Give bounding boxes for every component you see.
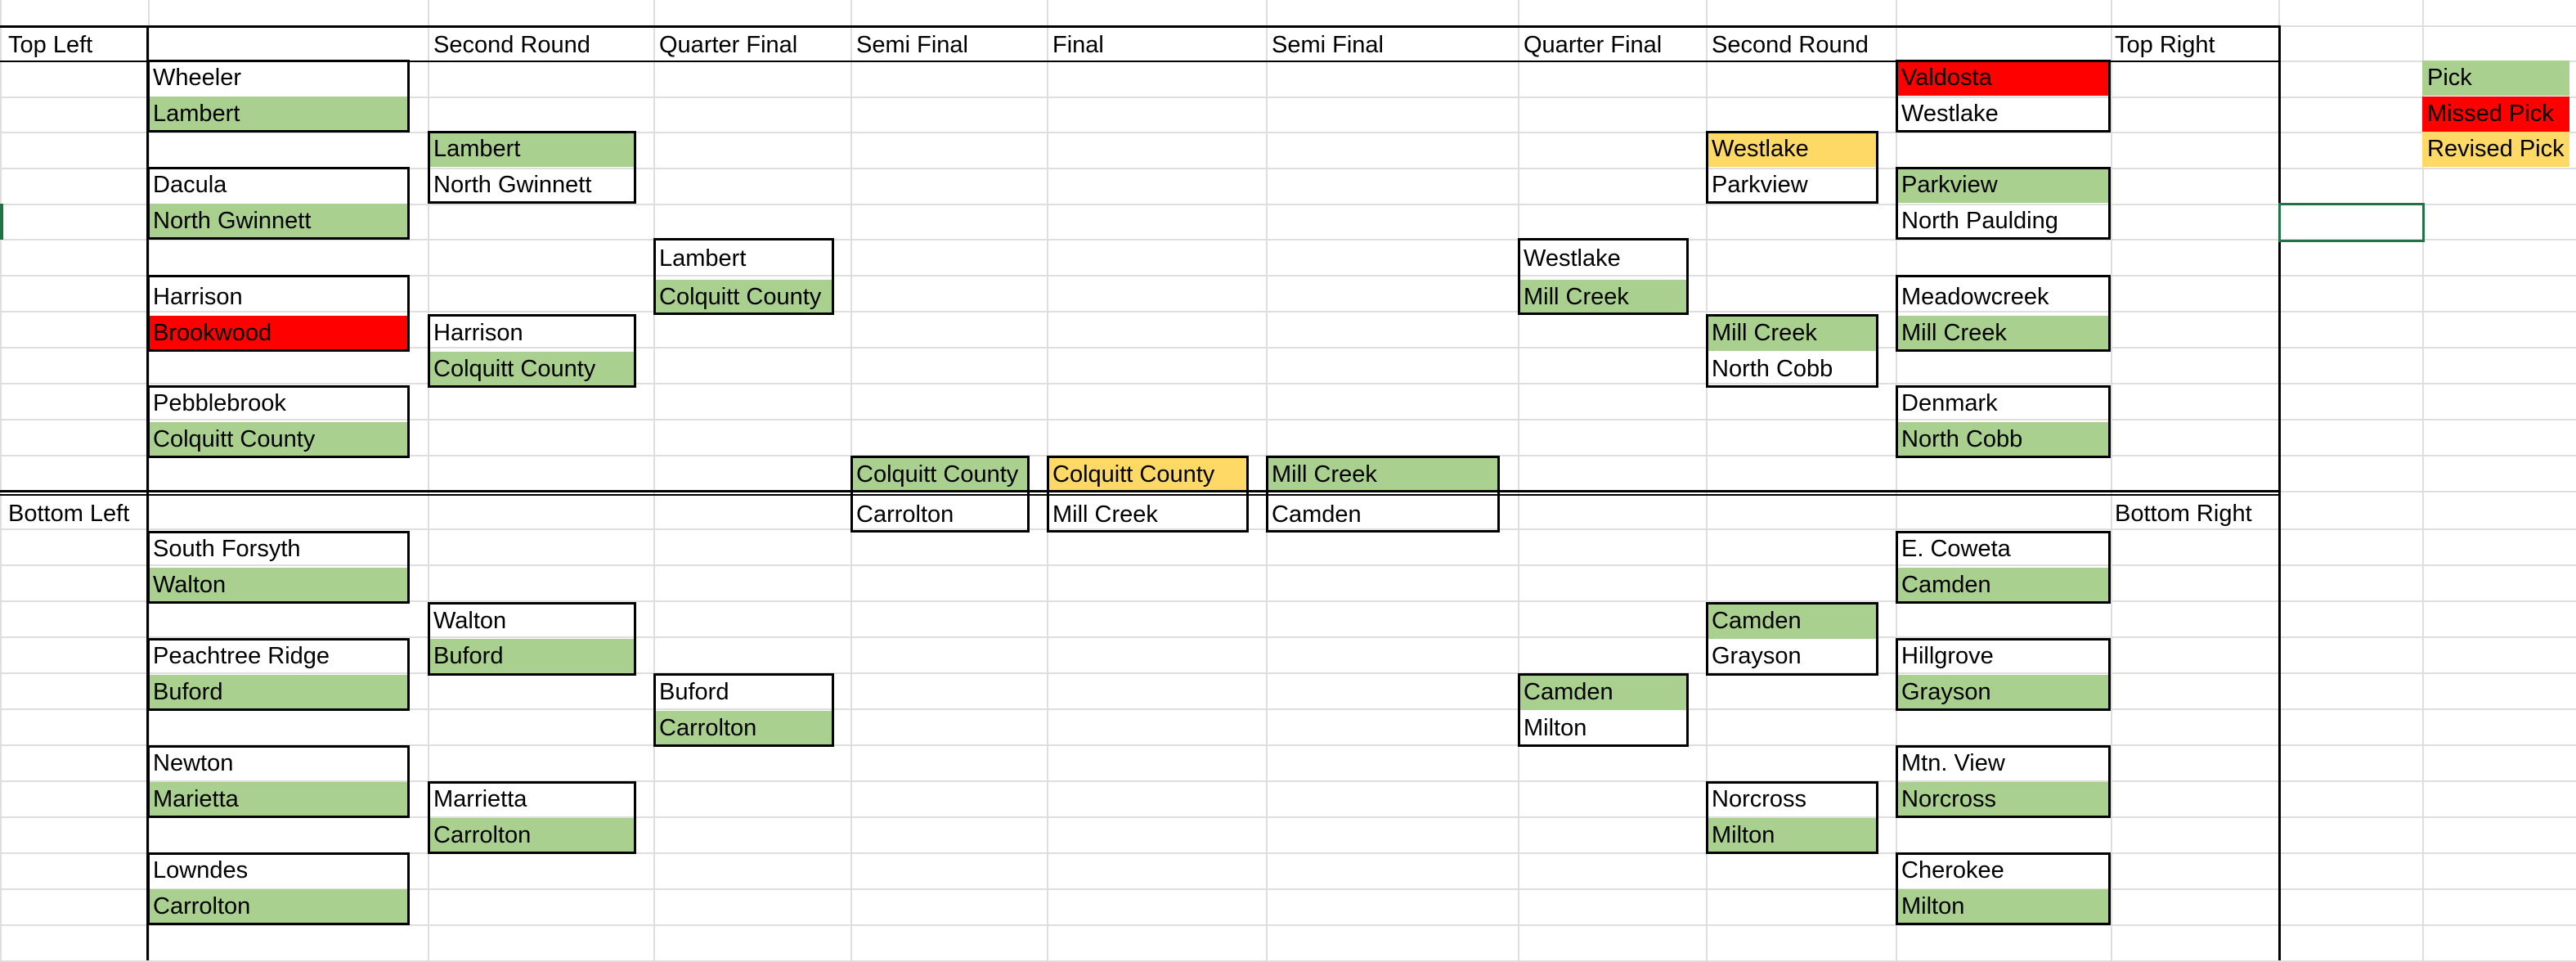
team-cell[interactable]: Mill Creek	[1519, 280, 1687, 315]
grid-row-line	[0, 239, 2576, 240]
team-cell[interactable]: Colquitt County	[654, 280, 832, 315]
team-cell[interactable]: Harrison	[433, 320, 523, 346]
legend-missed-pick: Missed Pick	[2422, 97, 2569, 132]
final-header: Final	[1052, 32, 1104, 58]
team-cell[interactable]: Lambert	[429, 132, 635, 167]
team-cell[interactable]: Valdosta	[1896, 61, 2109, 96]
quarter-final-left-header: Quarter Final	[659, 32, 798, 58]
selected-cell[interactable]	[2278, 203, 2425, 242]
team-cell[interactable]: Milton	[1707, 818, 1877, 853]
grid-column-line	[1518, 0, 1519, 960]
team-cell[interactable]: Pebblebrook	[153, 390, 286, 416]
grid-column-line	[0, 0, 2, 960]
team-cell[interactable]: Denmark	[1901, 390, 1998, 416]
bottom-left-label: Bottom Left	[8, 501, 130, 527]
team-cell[interactable]: Grayson	[1896, 675, 2109, 710]
grid-column-line	[653, 0, 655, 960]
team-cell[interactable]: Walton	[433, 608, 507, 634]
team-cell[interactable]: Harrison	[153, 284, 243, 310]
team-cell[interactable]: E. Coweta	[1901, 536, 2011, 562]
team-cell[interactable]: Colquitt County	[148, 422, 408, 457]
semi-final-right-header: Semi Final	[1272, 32, 1384, 58]
team-cell[interactable]: Hillgrove	[1901, 643, 1994, 669]
grid-row-line	[0, 924, 2576, 926]
team-cell[interactable]: Carrolton	[148, 889, 408, 924]
bracket-right-border	[2278, 25, 2281, 960]
top-right-label: Top Right	[2115, 32, 2215, 58]
team-cell[interactable]: Cherokee	[1901, 857, 2004, 883]
grid-column-line	[2111, 0, 2112, 960]
team-cell[interactable]: Colquitt County	[851, 457, 1028, 492]
team-cell[interactable]: Norcross	[1712, 786, 1807, 812]
team-cell[interactable]: Walton	[148, 568, 408, 603]
team-cell[interactable]: Dacula	[153, 172, 227, 198]
second-round-right-header: Second Round	[1712, 32, 1869, 58]
team-cell[interactable]: North Gwinnett	[433, 172, 592, 198]
team-cell[interactable]: Westlake	[1901, 101, 1999, 127]
team-cell[interactable]: Carrolton	[856, 501, 954, 528]
team-cell[interactable]: Buford	[429, 639, 635, 674]
team-cell[interactable]: Mtn. View	[1901, 750, 2005, 776]
team-cell[interactable]: Parkview	[1896, 168, 2109, 203]
team-cell[interactable]: Milton	[1524, 715, 1587, 741]
team-cell[interactable]: Colquitt County	[429, 352, 635, 387]
semi-final-left-header: Semi Final	[856, 32, 968, 58]
team-cell[interactable]: Mill Creek	[1707, 316, 1877, 351]
team-cell[interactable]: Peachtree Ridge	[153, 643, 330, 669]
team-cell[interactable]: Camden	[1707, 604, 1877, 639]
team-cell[interactable]: Lambert	[148, 97, 408, 132]
team-cell[interactable]: Wheeler	[153, 65, 241, 91]
team-cell[interactable]: Camden	[1272, 501, 1362, 528]
team-cell[interactable]: Mill Creek	[1267, 457, 1498, 492]
team-cell[interactable]: Marietta	[148, 782, 408, 817]
grid-column-line	[2278, 0, 2280, 960]
quarter-final-right-header: Quarter Final	[1524, 32, 1663, 58]
team-cell[interactable]: North Gwinnett	[148, 204, 408, 239]
legend-pick: Pick	[2422, 61, 2569, 96]
team-cell[interactable]: North Cobb	[1712, 356, 1833, 382]
grid-row-line	[0, 132, 2576, 133]
team-cell[interactable]: Mill Creek	[1052, 501, 1158, 528]
second-round-left-header: Second Round	[433, 32, 590, 58]
top-left-label: Top Left	[8, 32, 93, 58]
team-cell[interactable]: Grayson	[1712, 643, 1802, 669]
team-cell[interactable]: Camden	[1519, 675, 1687, 710]
team-cell[interactable]: Carrolton	[654, 711, 832, 746]
bracket-left-border	[146, 25, 149, 960]
team-cell[interactable]: North Paulding	[1901, 208, 2058, 234]
bracket-top-border	[0, 25, 2281, 28]
active-row-indicator	[0, 204, 3, 240]
bottom-right-label: Bottom Right	[2115, 501, 2252, 527]
team-cell[interactable]: Carrolton	[429, 818, 635, 853]
team-cell[interactable]: Westlake	[1707, 132, 1877, 167]
grid-row-line	[0, 383, 2576, 384]
team-cell[interactable]: Westlake	[1524, 245, 1621, 272]
team-cell[interactable]: Buford	[659, 679, 729, 705]
team-cell[interactable]: Lambert	[659, 245, 747, 272]
grid-row-line	[0, 275, 2576, 276]
team-cell[interactable]: Lowndes	[153, 857, 249, 883]
team-cell[interactable]: Camden	[1896, 568, 2109, 603]
team-cell[interactable]: North Cobb	[1896, 422, 2109, 457]
team-cell[interactable]: Meadowcreek	[1901, 284, 2049, 310]
team-cell[interactable]: Milton	[1896, 889, 2109, 924]
grid-row-line	[0, 636, 2576, 638]
team-cell[interactable]: Mill Creek	[1896, 316, 2109, 351]
legend-revised-pick: Revised Pick	[2422, 132, 2569, 167]
team-cell[interactable]: Newton	[153, 750, 234, 776]
team-cell[interactable]: Norcross	[1896, 782, 2109, 817]
half-divider-inner	[0, 494, 2281, 496]
grid-row-line	[0, 25, 2576, 27]
team-cell[interactable]: Brookwood	[148, 316, 408, 351]
team-cell[interactable]: South Forsyth	[153, 536, 301, 562]
team-cell[interactable]: Buford	[148, 675, 408, 710]
team-cell[interactable]: Colquitt County	[1048, 457, 1247, 492]
team-cell[interactable]: Parkview	[1712, 172, 1808, 198]
team-cell[interactable]: Marrietta	[433, 786, 527, 812]
